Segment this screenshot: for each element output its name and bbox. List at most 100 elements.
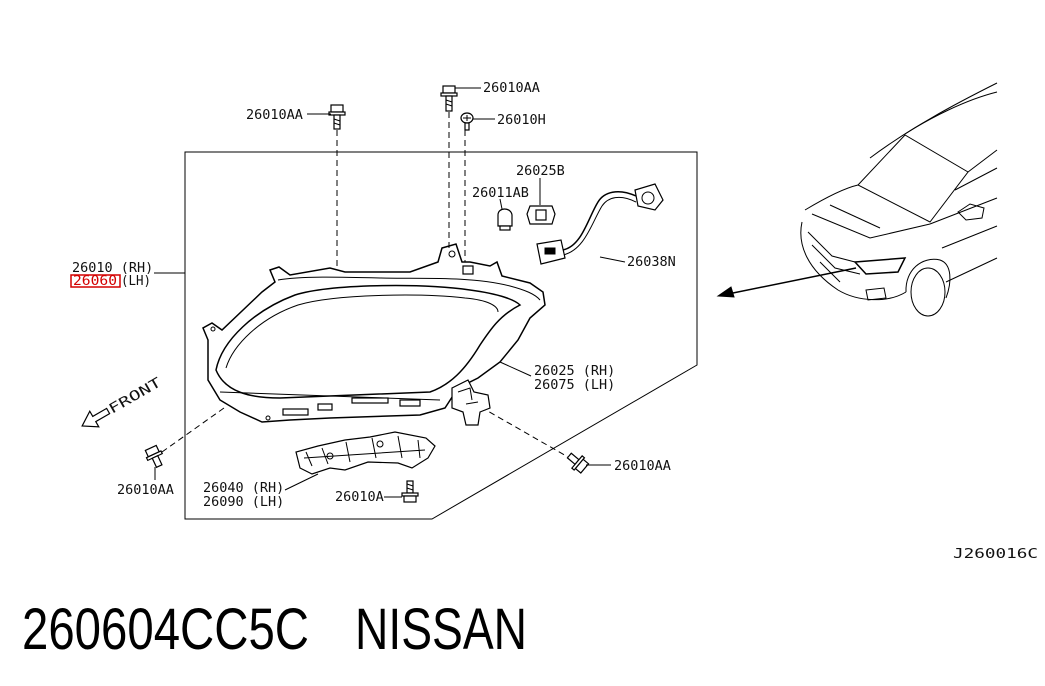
label-headlamp-lh-side: (LH)	[121, 273, 151, 289]
wiring-harness	[536, 183, 664, 265]
car-wheel	[910, 267, 946, 317]
bolt-bottom	[401, 480, 419, 503]
car-hood-crease	[829, 204, 881, 229]
label-screw-top: 26010H	[497, 112, 546, 128]
harness-connector-pin	[544, 247, 556, 255]
car-grille	[807, 231, 861, 283]
car-fog-lamp	[865, 287, 887, 301]
label-bulb-socket: 26025B	[516, 163, 565, 179]
bulb	[497, 208, 513, 231]
car-side-window	[954, 149, 998, 191]
screw-cross	[463, 115, 471, 121]
exploded-view-frame	[184, 151, 698, 520]
front-arrow-icon	[81, 407, 111, 428]
bulb-glass	[497, 208, 513, 227]
harness-wire-inner	[562, 196, 637, 256]
harness-wire	[562, 190, 637, 251]
screw-shank	[464, 122, 470, 131]
housing-slot	[282, 408, 309, 416]
side-bracket-body	[451, 379, 491, 426]
side-bracket	[451, 379, 491, 426]
headlamp-top-edge	[277, 276, 541, 301]
leader-bulb	[499, 198, 503, 210]
car-headlamp-highlight	[853, 257, 907, 275]
bolt-thread	[406, 487, 414, 491]
bolt-shaft	[333, 114, 341, 130]
leader-mount-bracket	[284, 473, 319, 491]
car-roof-rail	[904, 91, 998, 135]
mount-bracket-ribs	[303, 435, 426, 467]
headlamp-lens	[215, 284, 522, 399]
caption-part-number: 260604CC5C	[22, 597, 309, 662]
headlamp-housing	[202, 243, 546, 423]
assembly-dashed-lines	[161, 112, 569, 458]
part-labels: 26010AA 26010AA 26010H 26025B 26011AB 26…	[70, 80, 1038, 562]
bulb-base	[499, 225, 511, 231]
mount-hole	[210, 326, 216, 332]
mount-bracket-body	[295, 431, 436, 475]
label-headlamp-lh-code: 26060	[73, 273, 117, 289]
bolt-shaft	[151, 454, 163, 469]
dashed-line-right-bolt	[471, 401, 569, 458]
bolt-thread	[445, 99, 453, 103]
mount-bracket-hole	[326, 452, 334, 460]
label-bracket-rh: 26025 (RH)	[534, 363, 615, 379]
bolt-head	[442, 85, 456, 94]
label-bolt-left: 26010AA	[117, 482, 174, 498]
car-side-body	[929, 197, 998, 283]
front-direction-indicator: FRONT	[81, 375, 164, 428]
leader-side-bracket	[499, 361, 532, 377]
label-headlamp-rh: 26010 (RH)	[72, 260, 153, 276]
housing-slot	[399, 399, 421, 407]
diagram-id: J260016C	[953, 546, 1038, 562]
dashed-line-left-bolt	[161, 407, 225, 453]
bolt-thread	[445, 103, 453, 107]
caption-brand: NISSAN	[355, 597, 527, 662]
car-roof-line	[869, 82, 998, 159]
car-wheel-arch	[905, 258, 951, 299]
caption: 260604CC5C NISSAN	[22, 597, 527, 662]
side-bracket-detail	[457, 387, 479, 405]
bolt-right	[566, 452, 590, 474]
label-bolt-top-left: 26010AA	[246, 107, 303, 123]
leader-harness	[599, 256, 626, 263]
location-arrow-line	[727, 267, 857, 295]
bolt-head	[574, 458, 590, 474]
label-mount-rh: 26040 (RH)	[203, 480, 284, 496]
bolt-shaft	[406, 480, 414, 494]
bolt-top-left	[328, 104, 346, 130]
highlight-box	[70, 274, 121, 288]
mount-hole	[265, 415, 271, 421]
housing-slot	[351, 397, 389, 404]
mount-hole	[448, 250, 456, 258]
bolt-thread	[406, 483, 414, 487]
leader-lines	[154, 87, 626, 498]
bolt-head	[403, 495, 417, 503]
bolt-thread	[333, 118, 341, 122]
label-bulb: 26011AB	[472, 185, 529, 201]
label-bolt-bottom: 26010A	[335, 489, 384, 505]
label-bolt-top-center: 26010AA	[483, 80, 540, 96]
wiring-port	[462, 265, 474, 275]
headlamp-lower-edge	[219, 391, 441, 401]
lower-mount-bracket	[295, 431, 436, 475]
label-bracket-lh: 26075 (LH)	[534, 377, 615, 393]
car-windshield	[857, 134, 969, 223]
car-front-fascia	[800, 221, 907, 301]
label-bolt-right: 26010AA	[614, 458, 671, 474]
bolt-head	[330, 104, 344, 113]
harness-connector-far	[634, 183, 664, 211]
screw-top	[460, 112, 474, 131]
bolt-top-center	[440, 85, 458, 112]
bulb-socket	[526, 205, 556, 225]
location-arrow-head-icon	[716, 286, 735, 298]
housing-slot	[317, 403, 333, 411]
mount-bracket-hole	[376, 440, 384, 448]
car-mirror	[957, 203, 985, 221]
headlamp-assembly	[202, 243, 546, 423]
front-label: FRONT	[106, 375, 164, 418]
bolt-shaft	[445, 95, 453, 112]
bolt-thread	[333, 122, 341, 126]
headlamp-lens-rim	[225, 294, 499, 369]
